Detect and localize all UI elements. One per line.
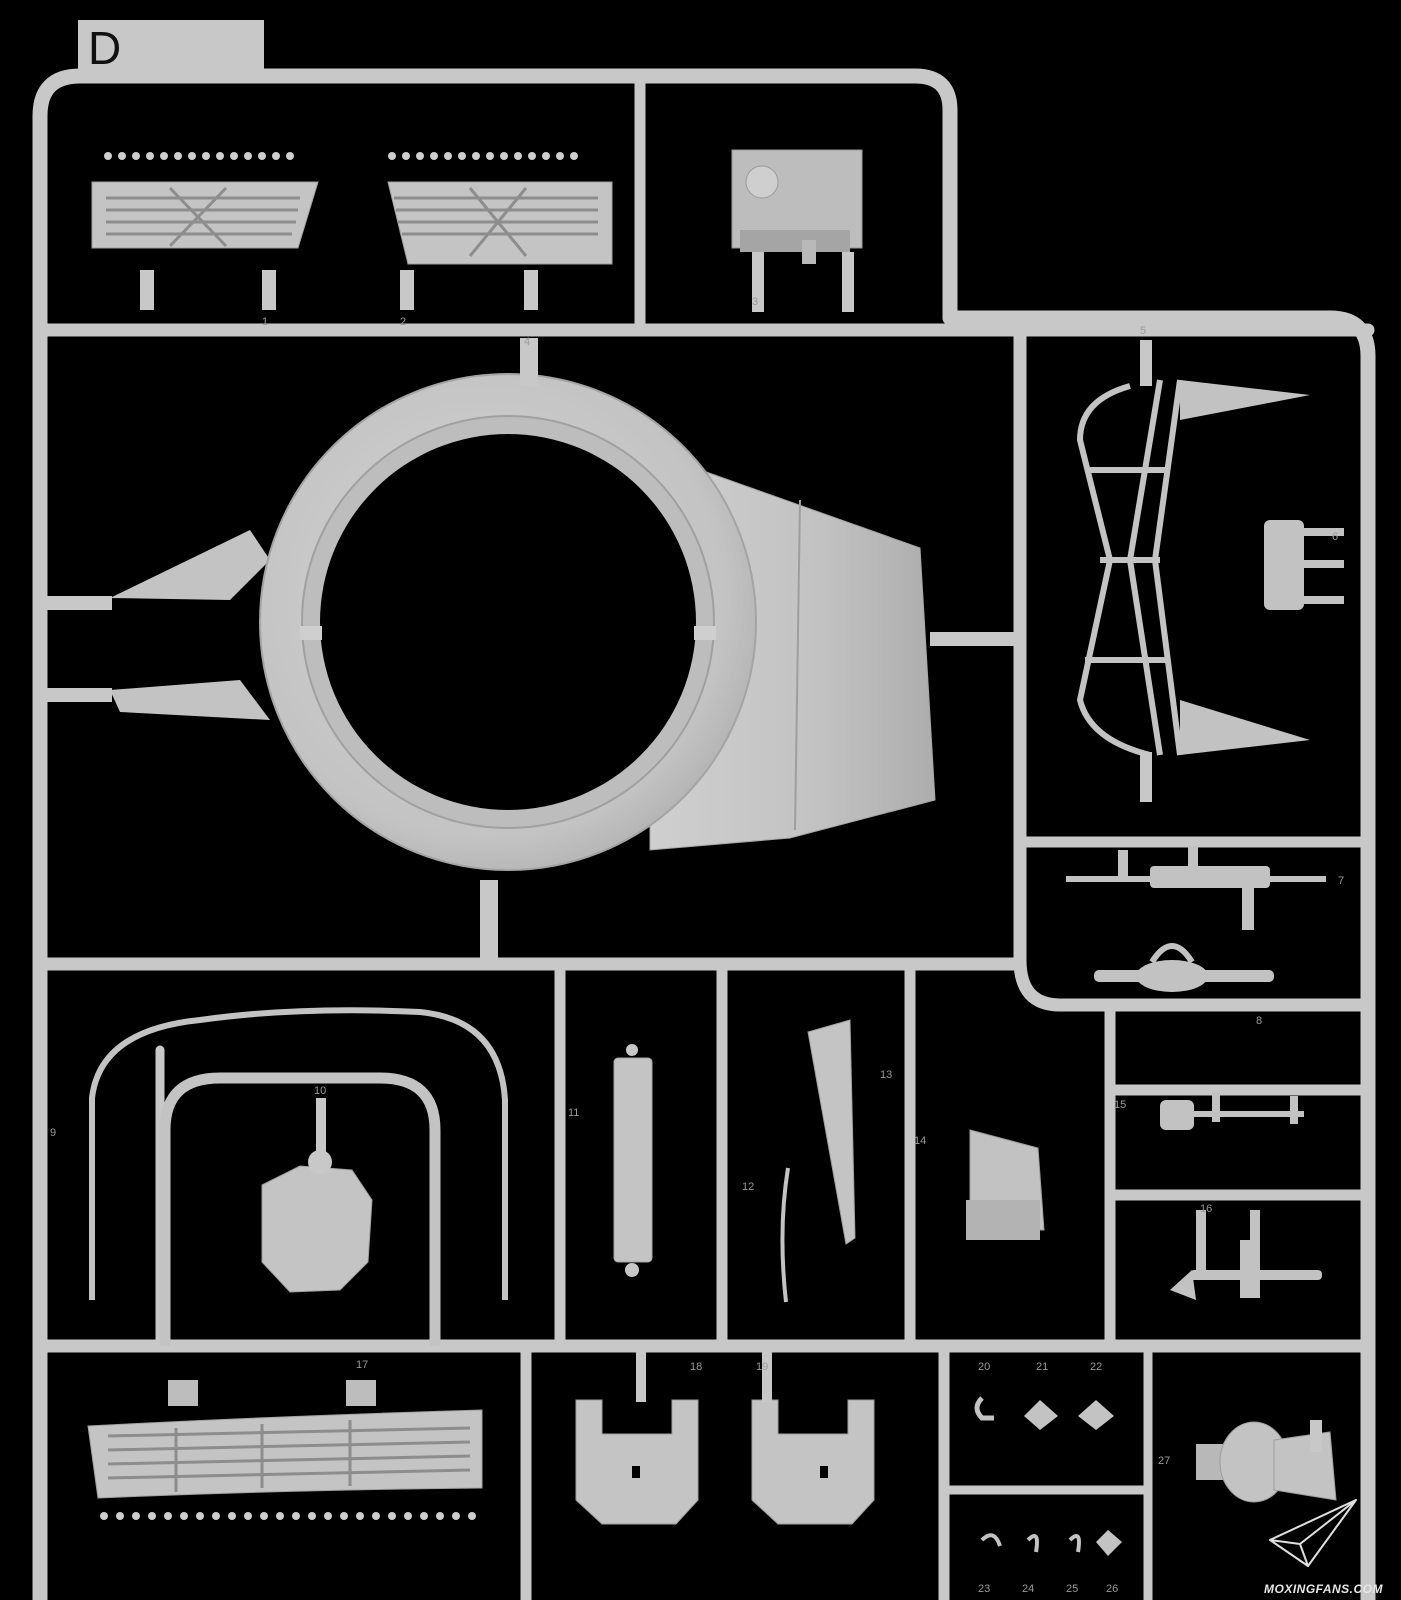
- part-14-box: [966, 1129, 1045, 1240]
- part-number-label: 11: [568, 1107, 579, 1119]
- part-number-label: 5: [1140, 325, 1146, 337]
- part-16-assembly: [1170, 1210, 1322, 1300]
- part-number-label: 8: [1256, 1015, 1262, 1027]
- part-number-label: 9: [50, 1127, 56, 1139]
- part-number-label: 17: [356, 1359, 368, 1371]
- part-number-label: 2: [400, 316, 406, 328]
- part-6-bracket: [1264, 520, 1344, 610]
- part-12-rod: [780, 1167, 790, 1303]
- runner-outer: [72, 68, 1376, 1600]
- part-11-plate: [613, 1044, 653, 1277]
- part-27-rotor: [1196, 1420, 1337, 1503]
- part-2-grille: [387, 152, 613, 310]
- part-13-wedge: [807, 1019, 856, 1245]
- part-4-turret: [40, 338, 1020, 964]
- sprue-frame: [32, 68, 1376, 1600]
- part-9-frame: [89, 1007, 508, 1300]
- part-number-label: 23: [978, 1583, 990, 1595]
- part-number-label: 15: [1114, 1099, 1126, 1111]
- part-number-label: 10: [314, 1085, 326, 1097]
- part-number-label: 27: [1158, 1455, 1170, 1467]
- part-number-label: 18: [690, 1361, 702, 1373]
- part-number-label: 13: [880, 1069, 892, 1081]
- part-17-grille: [87, 1380, 483, 1520]
- part-1-grille: [91, 152, 319, 310]
- sprue-tag: D: [78, 20, 264, 74]
- part-10-hatch: [261, 1098, 373, 1293]
- paper-plane-icon: [1269, 1499, 1357, 1567]
- part-number-label: 26: [1106, 1583, 1118, 1595]
- part-number-label: 20: [978, 1361, 990, 1373]
- part-3-box: [731, 149, 863, 312]
- part-number-label: 25: [1066, 1583, 1078, 1595]
- part-15-pipe: [1160, 1092, 1304, 1130]
- sprue-letter: D: [88, 22, 121, 74]
- part-number-label: 16: [1200, 1203, 1212, 1215]
- parts-20-26-fittings: [974, 1396, 1122, 1556]
- part-number-label: 12: [742, 1181, 754, 1193]
- gate: [1140, 752, 1152, 802]
- watermark-text: MOXINGFANS.COM: [1264, 1582, 1384, 1596]
- watermark: MOXINGFANS.COM: [1264, 1499, 1384, 1596]
- part-number-label: 19: [756, 1361, 768, 1373]
- gate: [1140, 340, 1152, 386]
- part-number-label: 3: [752, 296, 758, 308]
- part-number-label: 4: [524, 336, 530, 348]
- part-number-labels: 1 2 3 4 5 6 7 8 9 10 11 12 13 14 15 16 1…: [50, 296, 1344, 1595]
- part-19-plate: [751, 1346, 875, 1525]
- part-number-label: 24: [1022, 1583, 1034, 1595]
- part-number-label: 21: [1036, 1361, 1048, 1373]
- part-18-plate: [575, 1346, 699, 1525]
- runner-left: [32, 68, 88, 1600]
- part-number-label: 6: [1332, 531, 1338, 543]
- part-7-machine-gun: [1066, 846, 1326, 930]
- part-5-rack: [1077, 379, 1310, 758]
- part-number-label: 1: [262, 316, 268, 328]
- part-number-label: 7: [1338, 875, 1344, 887]
- part-number-label: 14: [914, 1135, 926, 1147]
- part-10-hatch-frame: [159, 1072, 441, 1346]
- part-number-label: 22: [1090, 1361, 1102, 1373]
- part-8-link: [1094, 943, 1274, 992]
